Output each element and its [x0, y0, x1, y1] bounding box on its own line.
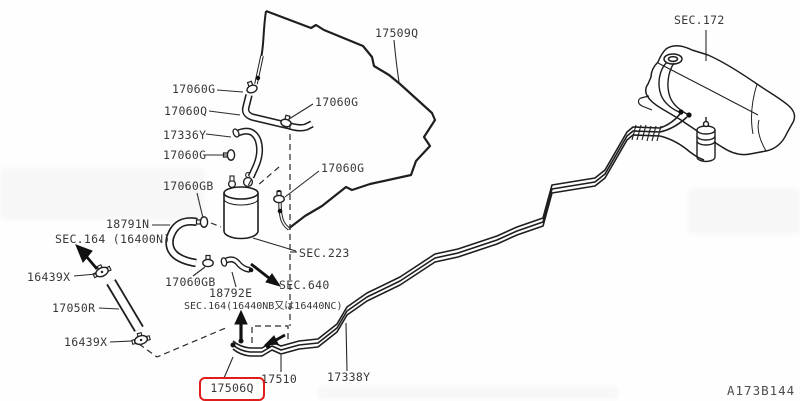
label-18791N[interactable]: 18791N: [106, 217, 150, 231]
label-18792E[interactable]: 18792E: [209, 286, 253, 300]
protector-panel: [260, 9, 437, 230]
label-17336Y[interactable]: 17336Y: [163, 128, 207, 142]
watermark-fragment: [318, 386, 618, 399]
label-sec-164-16400N: SEC.164 (16400N): [55, 232, 171, 246]
section-arrows: [75, 244, 286, 346]
hoses: [106, 55, 314, 332]
leader-lines: [73, 30, 707, 379]
watermark-fragment: [688, 188, 800, 234]
diagram-code: A173B144: [727, 383, 796, 398]
label-17060G-1[interactable]: 17060G: [172, 82, 216, 96]
label-17509Q[interactable]: 17509Q: [375, 26, 419, 40]
line-hatching: [631, 124, 662, 142]
label-sec-172: SEC.172: [674, 13, 725, 27]
label-16439X-2[interactable]: 16439X: [64, 335, 108, 349]
label-sec-223: SEC.223: [299, 246, 350, 260]
fuel-lines: [232, 113, 705, 357]
dashed-lines: [138, 124, 291, 358]
label-17060G-2[interactable]: 17060G: [163, 148, 207, 162]
label-17060Q[interactable]: 17060Q: [164, 104, 208, 118]
fuel-filter: [696, 117, 716, 163]
label-sec-640: SEC.640: [279, 278, 330, 292]
fuel-tank: [637, 45, 796, 156]
label-17050R[interactable]: 17050R: [52, 301, 96, 315]
label-sec-164-16440NB-NC: SEC.164(16440NB又は16440NC): [184, 301, 343, 312]
label-17060GB-1[interactable]: 17060GB: [163, 179, 214, 193]
watermark-fragment: [0, 168, 205, 220]
label-17060G-3[interactable]: 17060G: [315, 95, 359, 109]
connection-dots: [230, 75, 692, 349]
label-16439X-1[interactable]: 16439X: [27, 270, 71, 284]
label-17510[interactable]: 17510: [261, 372, 298, 386]
label-17506Q[interactable]: 17506Q: [210, 381, 254, 396]
label-17060G-4[interactable]: 17060G: [321, 161, 365, 175]
label-17060GB-2[interactable]: 17060GB: [165, 275, 216, 289]
highlighted-part-box-17506Q[interactable]: 17506Q: [199, 377, 265, 401]
vapor-canister: [223, 172, 259, 240]
label-17338Y[interactable]: 17338Y: [327, 370, 371, 384]
